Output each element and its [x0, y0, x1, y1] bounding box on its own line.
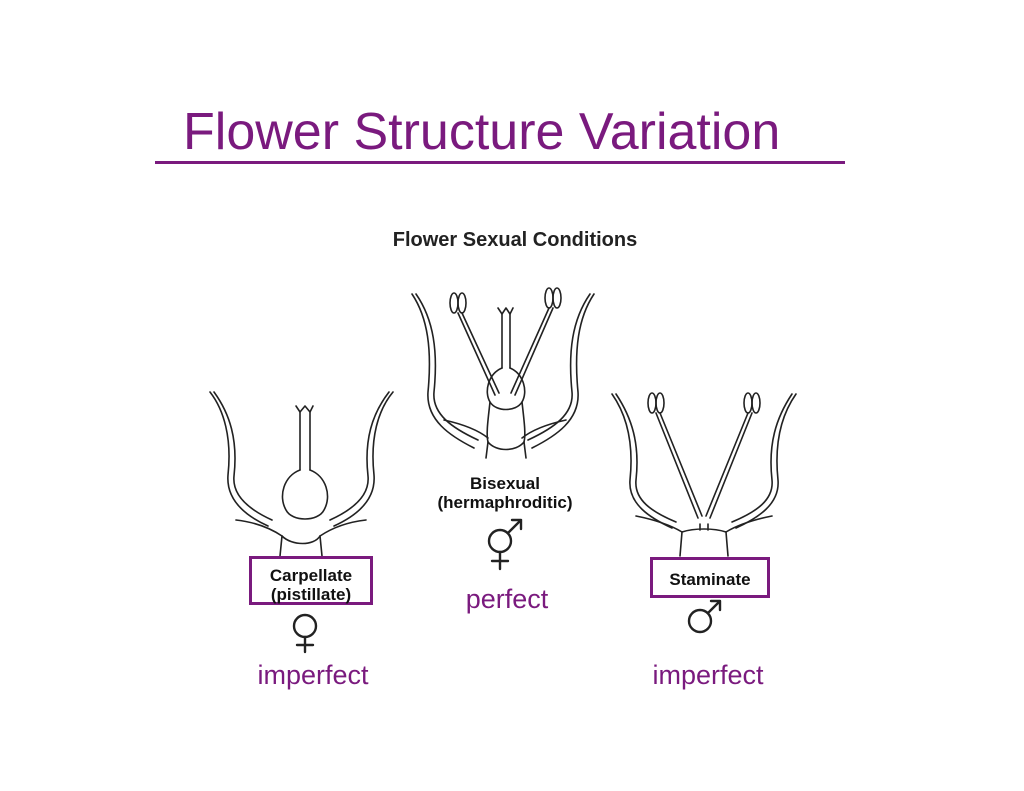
bisexual-flower-drawing	[411, 287, 595, 459]
bisexual-label-group: Bisexual (hermaphroditic)	[420, 474, 590, 512]
female-symbol	[292, 613, 318, 654]
staminate-flower-drawing	[611, 392, 797, 557]
staminate-label: Staminate	[669, 570, 751, 589]
hermaphroditic-label: (hermaphroditic)	[437, 493, 573, 512]
male-symbol	[687, 599, 722, 634]
staminate-label-box: Staminate	[650, 557, 770, 598]
carpellate-label: Carpellate	[269, 566, 353, 585]
pistillate-label: (pistillate)	[270, 585, 352, 604]
carpellate-classification: imperfect	[257, 660, 369, 690]
staminate-classification: imperfect	[652, 660, 764, 690]
hermaphrodite-symbol	[487, 518, 523, 571]
bisexual-label: Bisexual	[470, 474, 540, 493]
slide-title: Flower Structure Variation	[183, 103, 781, 161]
title-underline	[155, 161, 845, 164]
diagram-heading: Flower Sexual Conditions	[392, 229, 638, 251]
carpellate-label-box: Carpellate (pistillate)	[249, 556, 373, 605]
bisexual-classification: perfect	[465, 584, 549, 614]
carpellate-flower-drawing	[209, 391, 394, 557]
